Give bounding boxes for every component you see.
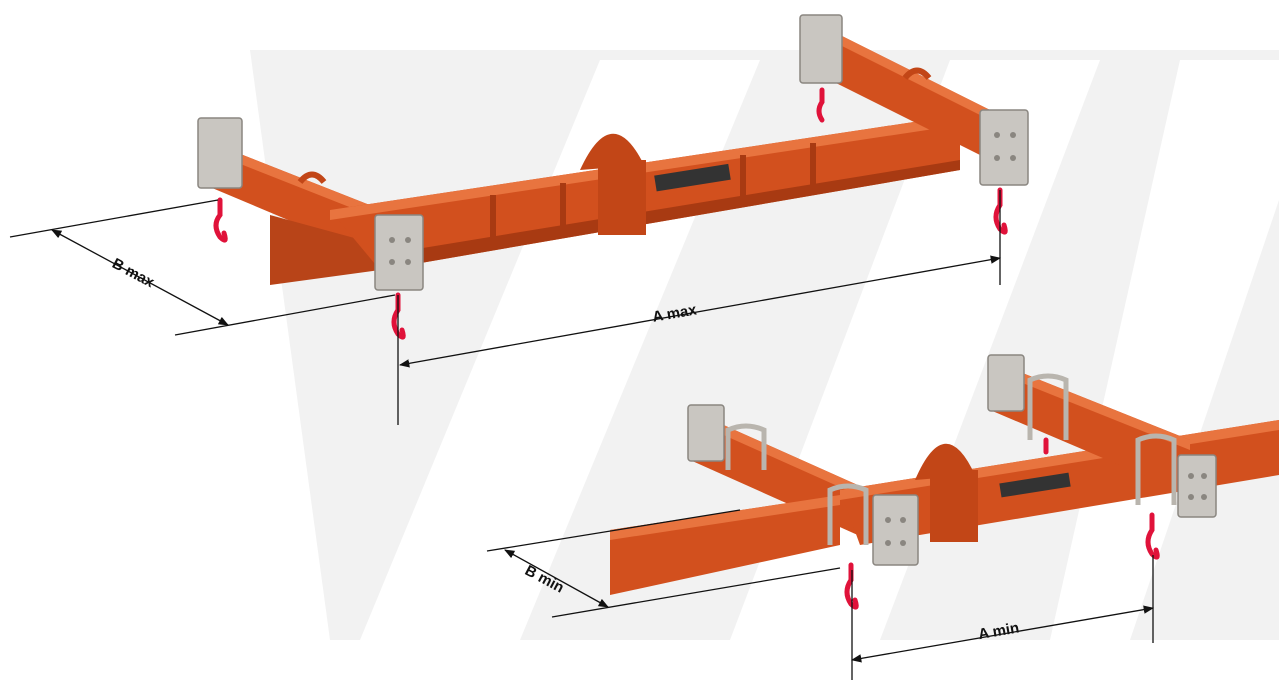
hook-icon (213, 197, 228, 243)
hook-icon (1145, 512, 1160, 560)
center-block (598, 160, 646, 235)
dimension-label-a-min: A min (977, 619, 1020, 643)
brand-plate (654, 163, 731, 192)
pad-plate-icon (872, 494, 919, 566)
left-cross-beam-lower (610, 495, 840, 595)
brand-plate (999, 472, 1071, 498)
center-block (930, 470, 978, 542)
dimension-lines-min (486, 509, 1155, 680)
left-cross-beam (205, 140, 395, 265)
beam-assembly-max (197, 14, 1029, 340)
main-beam-ribs (490, 143, 816, 240)
left-cross-beam-drop (270, 215, 380, 285)
hook-icon (816, 87, 825, 123)
hook-icon (844, 562, 859, 610)
pad-plate-icon (687, 404, 725, 462)
pad-plate-icon (374, 214, 424, 291)
pad-plate-icon (1177, 454, 1217, 518)
pad-plate-icon (197, 117, 243, 189)
dimension-lines-max (9, 190, 1002, 425)
pad-plate-icon (799, 14, 843, 84)
pad-plate-icon (987, 354, 1025, 412)
beam-assembly-min (610, 354, 1279, 610)
dimension-label-b-max: B max (109, 255, 157, 291)
right-cross-beam (810, 20, 1020, 175)
pad-plate-icon (979, 109, 1029, 186)
